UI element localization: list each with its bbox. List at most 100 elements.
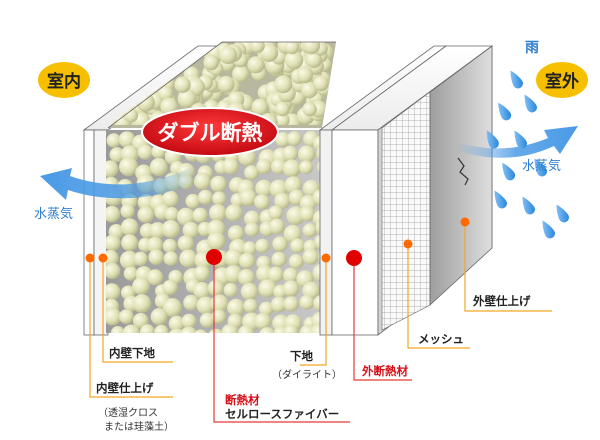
rain-drop xyxy=(542,220,555,239)
fiber-ball xyxy=(237,325,255,333)
fiber-ball xyxy=(224,265,243,284)
outdoor-badge xyxy=(534,60,590,100)
fiber-ball xyxy=(255,179,273,197)
dot-insulation xyxy=(206,249,222,265)
fiber-ball xyxy=(177,89,197,109)
fiber-ball xyxy=(221,324,239,333)
leader-inner-base xyxy=(102,258,173,363)
fiber-ball xyxy=(149,158,168,176)
fiber-ball xyxy=(283,224,302,243)
dot-substrate xyxy=(321,253,331,263)
fiber-ball xyxy=(255,238,270,254)
fiber-ball xyxy=(157,85,174,102)
fiber-ball xyxy=(192,207,208,223)
fiber-ball xyxy=(106,283,121,301)
rain-drop xyxy=(534,158,547,177)
fiber-ball xyxy=(162,279,178,296)
label-outer-finish: 外壁仕上げ xyxy=(472,294,531,308)
leader-insulation xyxy=(213,258,350,423)
fiber-ball xyxy=(106,205,121,223)
double-insulation-banner xyxy=(141,107,279,157)
fiber-ball xyxy=(283,296,299,312)
fiber-ball xyxy=(222,157,239,175)
fiber-ball xyxy=(314,234,320,250)
fiber-ball xyxy=(242,241,257,256)
fiber-ball xyxy=(106,262,121,280)
fiber-ball xyxy=(258,279,277,298)
fiber-ball xyxy=(193,329,209,333)
outer-insulation-board xyxy=(331,129,379,336)
fiber-ball xyxy=(180,326,198,333)
rain-drop xyxy=(510,70,523,89)
label-inner-finish-note-1: （透湿クロス xyxy=(98,407,158,419)
fiber-ball xyxy=(284,50,304,70)
fiber-ball xyxy=(132,277,151,295)
fiber-ball xyxy=(272,236,288,252)
leader-substrate xyxy=(300,258,327,366)
fiber-ball xyxy=(250,42,265,53)
fiber-ball xyxy=(244,222,260,237)
fiber-ball xyxy=(302,248,319,265)
fiber-ball xyxy=(274,75,293,94)
label-inner-finish: 内壁仕上げ xyxy=(96,381,154,395)
fiber-ball xyxy=(275,101,290,117)
dot-inner-finish xyxy=(85,253,95,263)
fiber-ball xyxy=(244,210,261,227)
label-insulation-head: 断熱材 xyxy=(225,393,260,407)
fiber-ball xyxy=(224,249,243,267)
fiber-ball xyxy=(199,312,215,328)
fiber-ball xyxy=(154,324,169,333)
fiber-ball xyxy=(106,234,121,252)
fiber-ball xyxy=(137,194,155,211)
fiber-ball xyxy=(312,189,320,206)
fiber-ball xyxy=(258,327,276,333)
fiber-ball xyxy=(313,295,320,312)
vapor-label-right: 水蒸気 xyxy=(522,158,561,174)
inner-finish-board xyxy=(83,129,95,336)
fiber-ball xyxy=(225,204,243,222)
fiber-ball xyxy=(283,324,299,333)
fiber-ball xyxy=(207,231,226,251)
fiber-ball xyxy=(146,236,164,253)
fiber-ball xyxy=(275,132,291,148)
fiber-ball xyxy=(120,204,135,219)
leader-mesh xyxy=(407,244,470,349)
fiber-ball xyxy=(271,251,287,267)
fiber-ball xyxy=(240,282,259,301)
rain-drops xyxy=(486,70,569,239)
label-outer-insulation: 外断熱材 xyxy=(361,364,408,378)
fiber-ball xyxy=(282,159,301,178)
fiber-ball xyxy=(210,294,229,313)
dot-outer-finish xyxy=(460,217,470,227)
fiber-ball xyxy=(162,190,179,208)
fiber-ball xyxy=(288,254,304,269)
fiber-ball xyxy=(164,207,179,222)
fiber-ball xyxy=(162,238,178,254)
dot-outer-insulation xyxy=(346,250,362,266)
fiber-ball xyxy=(298,145,316,163)
fiber-ball xyxy=(147,269,164,286)
rain-drop xyxy=(502,162,516,181)
fiber-ball xyxy=(149,222,167,239)
fiber-ball xyxy=(287,131,302,147)
fiber-ball xyxy=(106,133,122,148)
fiber-ball xyxy=(301,81,318,99)
indoor-label: 室内 xyxy=(47,71,81,92)
inner-base-board xyxy=(93,129,109,336)
rain-drop xyxy=(498,102,512,121)
rain-drop xyxy=(522,196,535,215)
fiber-ball xyxy=(106,249,119,267)
fiber-ball xyxy=(203,54,219,71)
dot-inner-base xyxy=(98,253,108,263)
fiber-ball xyxy=(185,193,201,209)
fiber-ball xyxy=(282,280,300,297)
fiber-ball xyxy=(133,251,148,266)
fiber-ball xyxy=(212,191,227,206)
fiber-ball xyxy=(193,265,210,282)
fiber-ball xyxy=(210,175,227,193)
fiber-ball xyxy=(137,206,155,224)
fiber-ball xyxy=(254,312,272,330)
fiber-ball xyxy=(106,160,119,178)
